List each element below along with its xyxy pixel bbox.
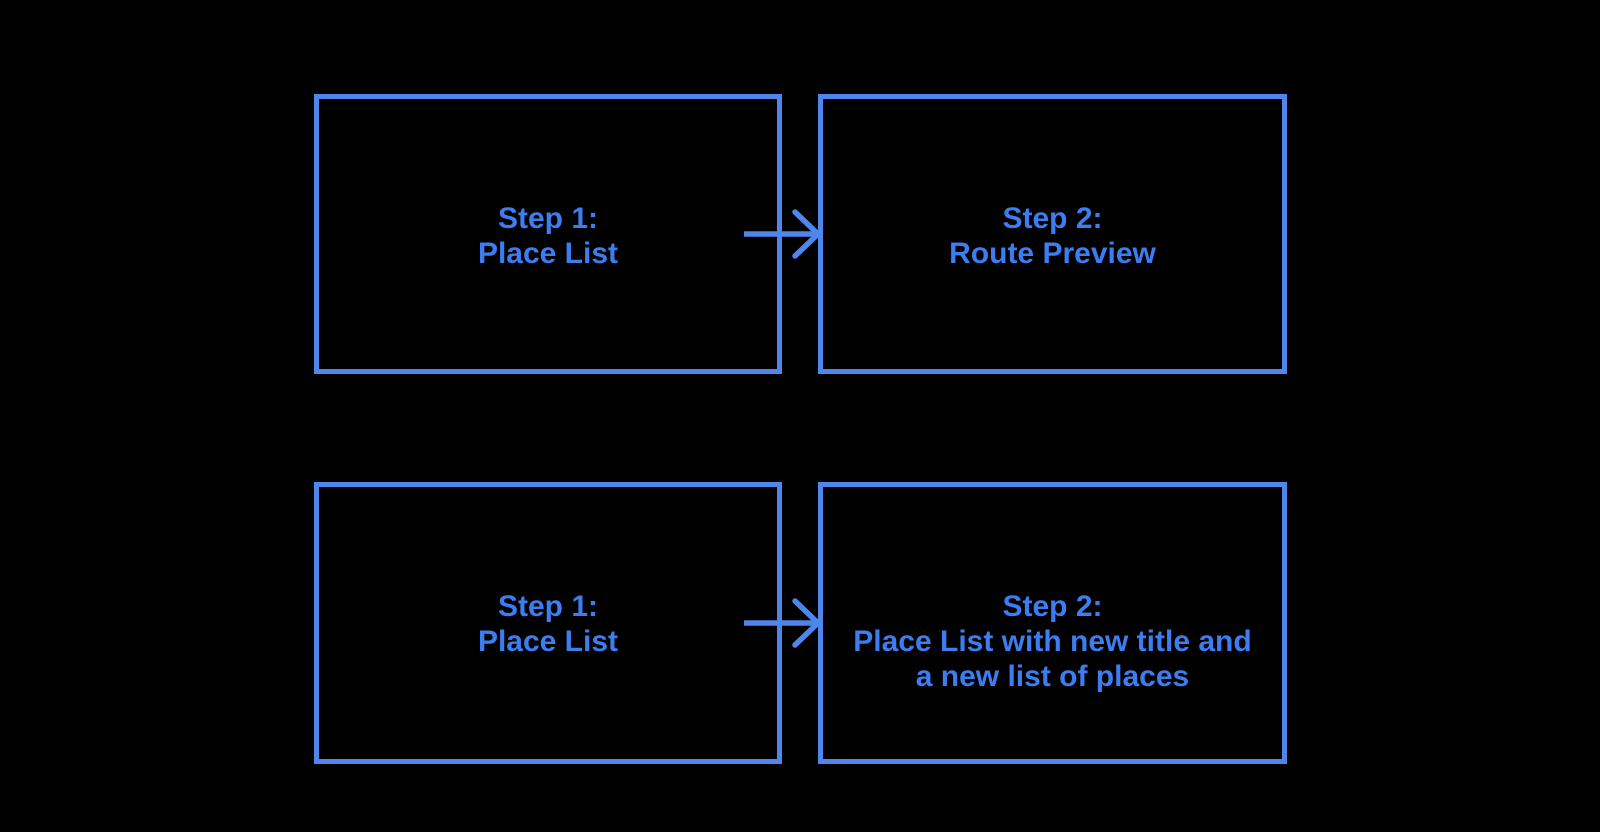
arrow-right-icon — [744, 209, 821, 259]
flow-box-row2-target: Step 2: Place List with new title and a … — [818, 482, 1287, 764]
flow-box-row2-source-label: Step 1: Place List — [477, 590, 619, 658]
flow-box-row1-target-label: Step 2: Route Preview — [949, 202, 1156, 270]
arrow-right-icon — [744, 598, 821, 648]
flow-box-row2-target-label: Step 2: Place List with new title and a … — [853, 590, 1252, 693]
flow-box-row1-source: Step 1: Place List — [314, 94, 782, 374]
flow-box-row2-source: Step 1: Place List — [314, 482, 782, 764]
flow-box-row1-source-label: Step 1: Place List — [477, 202, 619, 270]
flow-box-row1-target: Step 2: Route Preview — [818, 94, 1287, 374]
